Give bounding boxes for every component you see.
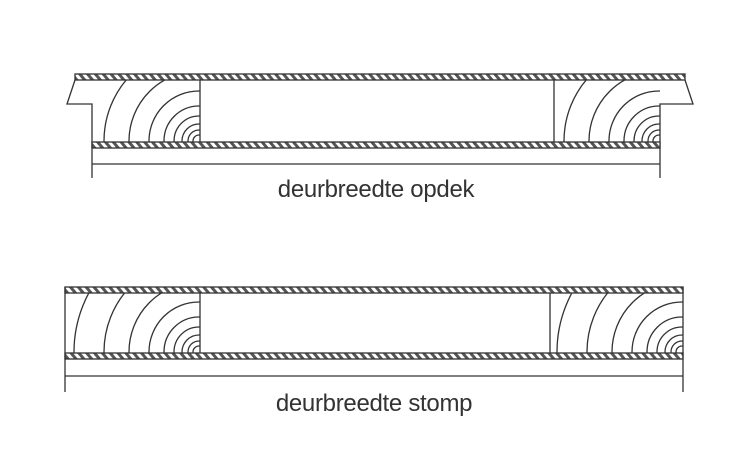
bottom-plank-hatched [91,141,661,149]
growth-ring [633,115,660,142]
growth-ring [74,16,324,266]
growth-ring [163,105,200,142]
growth-ring [128,293,163,353]
top-plank-hatched [74,73,686,81]
growth-ring [641,123,660,142]
growth-ring [192,345,200,353]
growth-ring [187,340,200,353]
door-opdek-section [66,16,694,266]
top-plank-hatched [64,286,684,294]
growth-ring [588,80,627,142]
growth-ring [586,293,609,353]
growth-ring [623,105,660,142]
growth-ring [646,316,683,353]
growth-ring [608,90,660,142]
growth-ring [192,134,200,142]
growth-ring [611,293,646,353]
left-rebate-lip [66,79,93,178]
growth-ring [656,326,683,353]
label-deurbreedte-opdek: deurbreedte opdek [277,176,475,203]
growth-ring [173,326,200,353]
growth-ring [148,90,200,142]
label-deurbreedte-stomp: deurbreedte stomp [275,390,473,417]
growth-ring [73,293,90,353]
growth-ring [652,134,660,142]
growth-ring [163,316,200,353]
bottom-plank-hatched [64,352,684,360]
right-rebate-lip [659,79,694,178]
wood-grain-left [74,16,324,266]
growth-ring [148,301,200,353]
growth-ring [128,80,167,142]
growth-ring [103,80,128,142]
wood-grain-left [73,293,200,353]
growth-ring [556,293,573,353]
growth-ring [647,129,660,142]
growth-ring [181,123,200,142]
growth-ring [631,301,683,353]
growth-ring [181,334,200,353]
wood-grain-right [556,293,683,353]
growth-ring [563,80,588,142]
door-stomp-section [64,286,684,392]
growth-ring [664,334,683,353]
wood-grain-right [563,80,660,142]
growth-ring [187,129,200,142]
growth-ring [103,293,126,353]
growth-ring [670,340,683,353]
growth-ring [675,345,683,353]
growth-ring [173,115,200,142]
